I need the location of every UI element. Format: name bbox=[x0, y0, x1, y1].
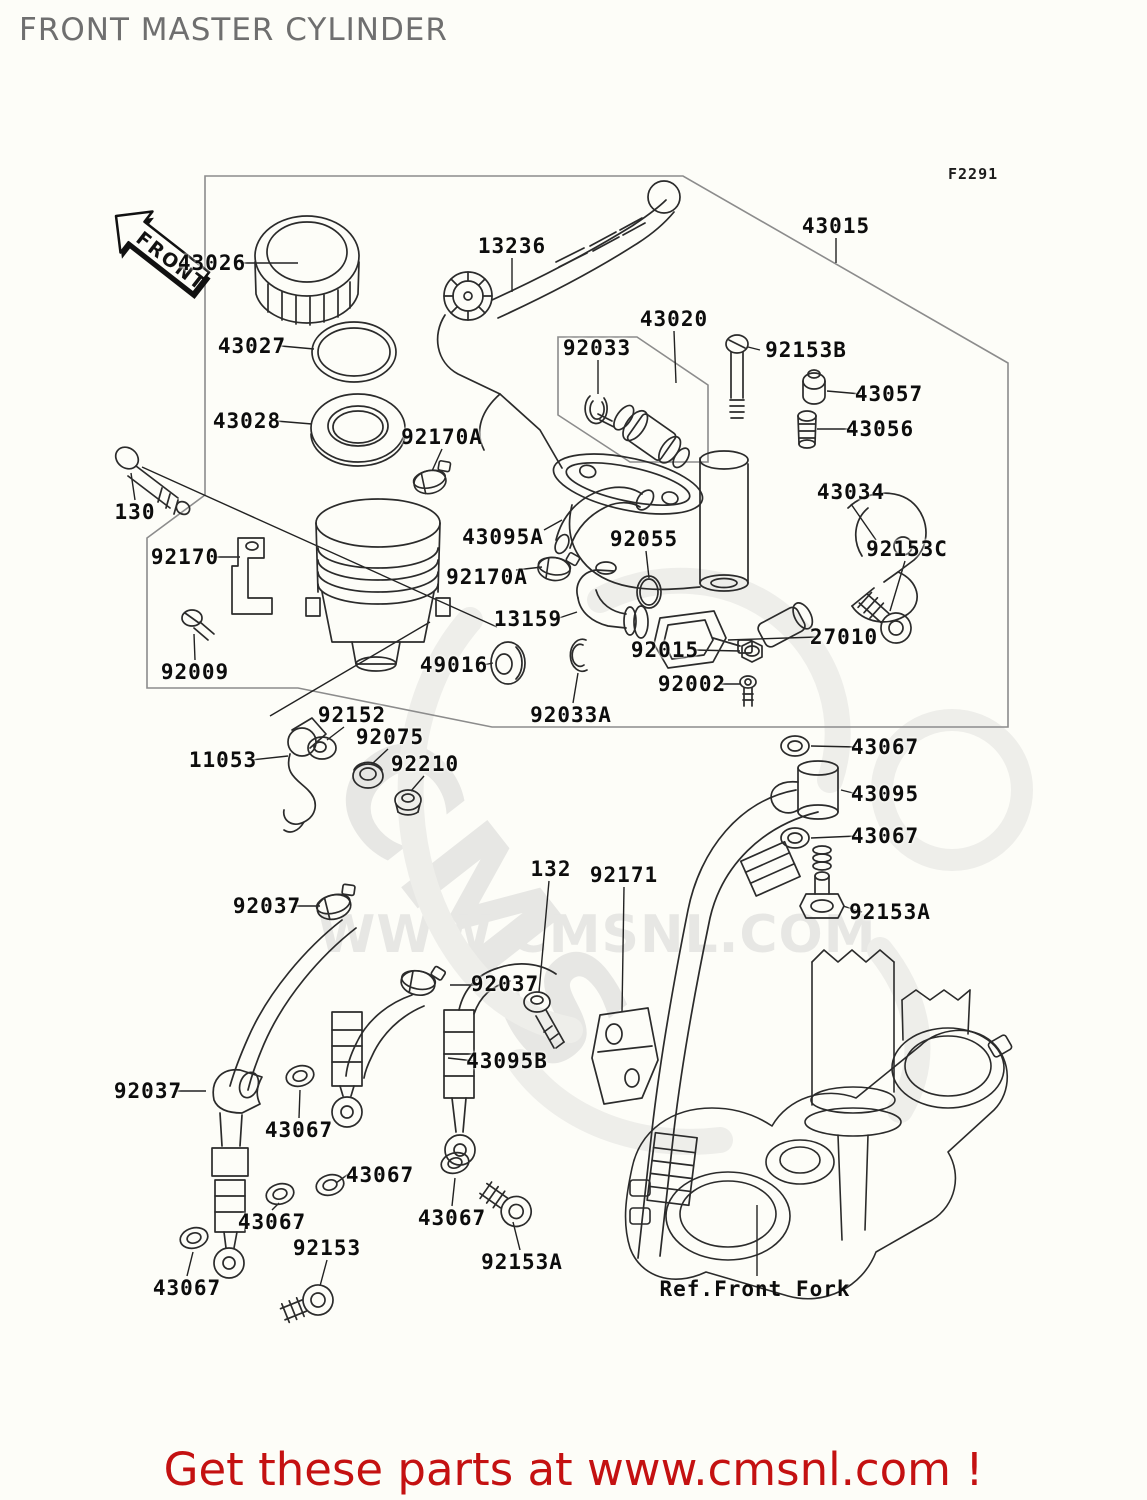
part-label-92015: 92015 bbox=[630, 638, 700, 662]
part-label-43095B: 43095B bbox=[466, 1049, 548, 1073]
part-label-43067: 43067 bbox=[264, 1118, 334, 1142]
bolt-92153C bbox=[857, 591, 912, 644]
diaphragm bbox=[310, 393, 406, 467]
snap-ring-92033A bbox=[569, 638, 588, 673]
part-label-130: 130 bbox=[114, 500, 156, 524]
part-label-43067: 43067 bbox=[152, 1276, 222, 1300]
part-label-13236: 13236 bbox=[477, 234, 547, 258]
figure-code: F2291 bbox=[948, 165, 999, 183]
part-label-92153B: 92153B bbox=[765, 338, 847, 362]
part-label-92037: 92037 bbox=[113, 1079, 183, 1103]
master-cylinder-body bbox=[552, 450, 814, 648]
part-label-43026: 43026 bbox=[177, 251, 247, 275]
bolt-92153B bbox=[725, 334, 749, 419]
part-label-92170A: 92170A bbox=[401, 425, 483, 449]
part-label-92037: 92037 bbox=[232, 894, 302, 918]
elbow-13159 bbox=[576, 561, 649, 639]
part-label-49016: 49016 bbox=[419, 653, 489, 677]
brake-lever bbox=[436, 180, 681, 469]
screw-132 bbox=[523, 991, 565, 1049]
part-label-43067: 43067 bbox=[237, 1210, 307, 1234]
reservoir-hose-43095A bbox=[554, 486, 655, 555]
part-label-43034: 43034 bbox=[816, 480, 886, 504]
part-label-43057: 43057 bbox=[854, 382, 924, 406]
bolt-130 bbox=[114, 446, 191, 516]
reservoir-cap bbox=[254, 215, 360, 326]
screw-92002 bbox=[739, 675, 757, 707]
part-label-92055: 92055 bbox=[609, 527, 679, 551]
valve-43056 bbox=[797, 410, 817, 449]
joint-43057 bbox=[802, 369, 826, 405]
part-label-43095A: 43095A bbox=[462, 525, 544, 549]
part-label-92033A: 92033A bbox=[530, 703, 612, 727]
part-label-92210: 92210 bbox=[390, 752, 460, 776]
brake-hose-main bbox=[637, 789, 819, 1259]
part-label-92009: 92009 bbox=[160, 660, 230, 684]
damper-92152 bbox=[307, 736, 337, 760]
part-label-11053: 11053 bbox=[188, 748, 258, 772]
footer-banner: Get these parts at www.cmsnl.com ! bbox=[163, 1443, 984, 1496]
reservoir-body bbox=[305, 498, 451, 672]
part-label-92153: 92153 bbox=[292, 1236, 362, 1260]
part-label-27010: 27010 bbox=[809, 625, 879, 649]
valve-92153A bbox=[799, 845, 845, 919]
nut-92210 bbox=[394, 789, 422, 816]
bolt-92009 bbox=[181, 609, 215, 641]
part-label-92075: 92075 bbox=[355, 725, 425, 749]
o-ring-92055 bbox=[636, 575, 662, 609]
assembly-outline-box bbox=[146, 175, 1009, 728]
page-title: FRONT MASTER CYLINDER bbox=[19, 12, 448, 48]
front-fork-reference bbox=[624, 949, 1013, 1300]
part-label-92153A: 92153A bbox=[481, 1250, 563, 1274]
bracket-11053 bbox=[282, 717, 327, 833]
bracket-92171 bbox=[591, 1007, 659, 1105]
handlebar-clamp bbox=[847, 492, 927, 623]
part-label-43067: 43067 bbox=[850, 735, 920, 759]
damper-92075 bbox=[352, 761, 384, 789]
piston-kit bbox=[584, 395, 690, 469]
lower-hoses bbox=[211, 919, 557, 1279]
part-label-92153C: 92153C bbox=[866, 537, 948, 561]
banjo-bolt-92153A bbox=[479, 1181, 533, 1228]
part-label-43056: 43056 bbox=[845, 417, 915, 441]
part-label-43027: 43027 bbox=[217, 334, 287, 358]
part-label-92033: 92033 bbox=[562, 336, 632, 360]
part-label-43067: 43067 bbox=[417, 1206, 487, 1230]
ref-front-fork-label: Ref.Front Fork bbox=[659, 1277, 851, 1301]
part-label-43067: 43067 bbox=[345, 1163, 415, 1187]
part-label-92002: 92002 bbox=[657, 672, 727, 696]
part-label-43015: 43015 bbox=[801, 214, 871, 238]
part-label-132: 132 bbox=[530, 857, 572, 881]
bracket-92170 bbox=[231, 537, 273, 615]
part-label-43020: 43020 bbox=[639, 307, 709, 331]
parts-drawing bbox=[114, 180, 1013, 1324]
part-label-92037: 92037 bbox=[470, 972, 540, 996]
banjo-bolt-92153 bbox=[279, 1284, 334, 1324]
part-label-43095: 43095 bbox=[850, 782, 920, 806]
part-label-92170: 92170 bbox=[150, 545, 220, 569]
part-label-92170A: 92170A bbox=[446, 565, 528, 589]
grommet-49016 bbox=[490, 641, 526, 685]
part-label-43028: 43028 bbox=[212, 409, 282, 433]
part-label-43067: 43067 bbox=[850, 824, 920, 848]
part-label-92171: 92171 bbox=[589, 863, 659, 887]
part-label-92153A: 92153A bbox=[849, 900, 931, 924]
part-label-13159: 13159 bbox=[493, 607, 563, 631]
leader-lines bbox=[130, 238, 906, 1287]
banjo-43095 bbox=[770, 760, 839, 820]
part-label-92152: 92152 bbox=[317, 703, 387, 727]
cap-plate bbox=[311, 321, 397, 383]
watermark-url: WWW.CMSNL.COM bbox=[318, 905, 877, 965]
switch-27010 bbox=[653, 610, 753, 669]
